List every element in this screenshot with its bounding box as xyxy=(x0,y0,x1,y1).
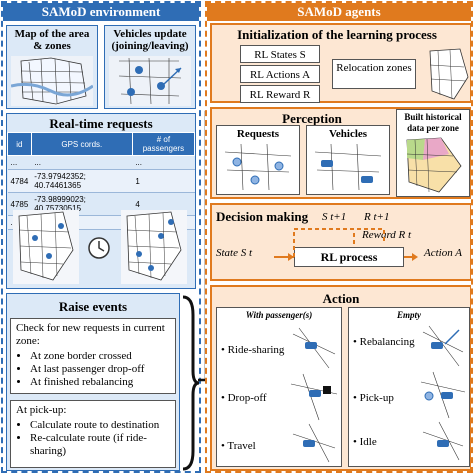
decision-arrows xyxy=(274,228,418,261)
check-item: At zone border crossed xyxy=(30,350,170,363)
perception-title: Perception xyxy=(282,111,342,126)
check-item: At finished rebalancing xyxy=(30,376,170,389)
vehicles-label: Vehicles xyxy=(328,128,368,140)
action-label: Action A xyxy=(424,247,462,259)
decision-title: Decision making xyxy=(216,209,309,224)
historical-box: Built historical data per zone xyxy=(396,109,470,197)
empty-title: Empty xyxy=(397,310,421,320)
table-row: ... ... ... xyxy=(7,155,195,170)
historical-map-icon xyxy=(406,137,462,193)
pickup-item: Re-calculate route (if ride-sharing) xyxy=(30,432,170,458)
request-map-left-icon xyxy=(13,210,79,284)
action-title: Action xyxy=(322,291,360,306)
rl-reward-box: RL Reward R xyxy=(240,85,320,103)
action-panel: Action With passenger(s) • Ride-sharing … xyxy=(210,285,471,471)
rl-states-box: RL States S xyxy=(240,45,320,63)
empty-maps-icon xyxy=(420,325,466,461)
relocation-box: Relocation zones xyxy=(332,59,416,89)
requests-title: Real-time requests xyxy=(49,116,153,131)
table-row: 4784 -73.97942352; 40.74461365 1 xyxy=(7,169,195,193)
map-caption: Map of the area & zones xyxy=(14,28,90,52)
col-header-gps: GPS cords. xyxy=(30,132,133,156)
empty-box: Empty • Rebalancing • Pick-up • Idle xyxy=(348,307,470,467)
decision-panel: Decision making S t+1 R t+1 Reward R t S… xyxy=(210,203,471,281)
vehicles-perception-icon xyxy=(314,143,382,191)
reward-label: Reward R t xyxy=(362,229,412,241)
map-panel: Map of the area & zones xyxy=(6,25,98,109)
raise-events-title: Raise events xyxy=(58,299,128,314)
pickup-text: At pick-up: xyxy=(16,404,67,416)
perception-panel: Perception Requests Vehicles Built histo… xyxy=(210,107,471,199)
s-next-label: S t+1 xyxy=(322,211,347,223)
r-next-label: R t+1 xyxy=(364,211,390,223)
environment-title: SAMoD environment xyxy=(3,3,199,21)
requests-perception-box: Requests xyxy=(216,125,300,195)
rl-process-box: RL process xyxy=(294,247,404,267)
vehicles-map-icon xyxy=(109,56,191,106)
check-item: At last passenger drop-off xyxy=(30,363,170,376)
refresh-icon xyxy=(88,237,110,259)
requests-map-icon xyxy=(224,143,292,191)
relocation-map-icon xyxy=(429,48,469,100)
state-label: State S t xyxy=(216,247,253,259)
requests-panel: Real-time requests id GPS cords. # of pa… xyxy=(6,113,196,289)
agents-panel: SAMoD agents Initialization of the learn… xyxy=(205,1,473,473)
col-header-id: id xyxy=(7,132,32,156)
rl-actions-box: RL Actions A xyxy=(240,65,320,83)
col-header-passengers: # of passengers xyxy=(131,132,196,156)
action-item-pick-up: • Pick-up xyxy=(353,392,394,404)
init-panel: Initialization of the learning process R… xyxy=(210,23,471,103)
requests-label: Requests xyxy=(236,128,280,140)
brace-icon xyxy=(182,295,200,471)
vehicles-panel: Vehicles update (joining/leaving) xyxy=(104,25,196,109)
with-passenger-box: With passenger(s) • Ride-sharing • Drop-… xyxy=(216,307,342,467)
historical-label: Built historical data per zone xyxy=(404,112,462,133)
action-item-drop-off: • Drop-off xyxy=(221,392,267,404)
pickup-box: At pick-up: Calculate route to destinati… xyxy=(10,400,176,468)
with-passenger-title: With passenger(s) xyxy=(245,310,313,320)
agents-title: SAMoD agents xyxy=(207,3,471,21)
action-item-ride-sharing: • Ride-sharing xyxy=(221,344,285,356)
check-requests-box: Check for new requests in current zone: … xyxy=(10,318,176,394)
action-item-idle: • Idle xyxy=(353,436,377,448)
pickup-item: Calculate route to destination xyxy=(30,419,170,432)
action-item-rebalancing: • Rebalancing xyxy=(353,336,415,348)
action-item-travel: • Travel xyxy=(221,440,256,452)
vehicles-perception-box: Vehicles xyxy=(306,125,390,195)
check-text: Check for new requests in current zone: xyxy=(16,322,165,347)
request-map-right-icon xyxy=(121,210,187,284)
environment-panel: SAMoD environment Map of the area & zone… xyxy=(1,1,201,473)
vehicles-caption: Vehicles update (joining/leaving) xyxy=(111,28,189,52)
zone-map-icon xyxy=(11,56,93,106)
raise-events-panel: Raise events Check for new requests in c… xyxy=(6,293,180,471)
init-title: Initialization of the learning process xyxy=(237,27,437,42)
with-passenger-maps-icon xyxy=(290,327,338,463)
